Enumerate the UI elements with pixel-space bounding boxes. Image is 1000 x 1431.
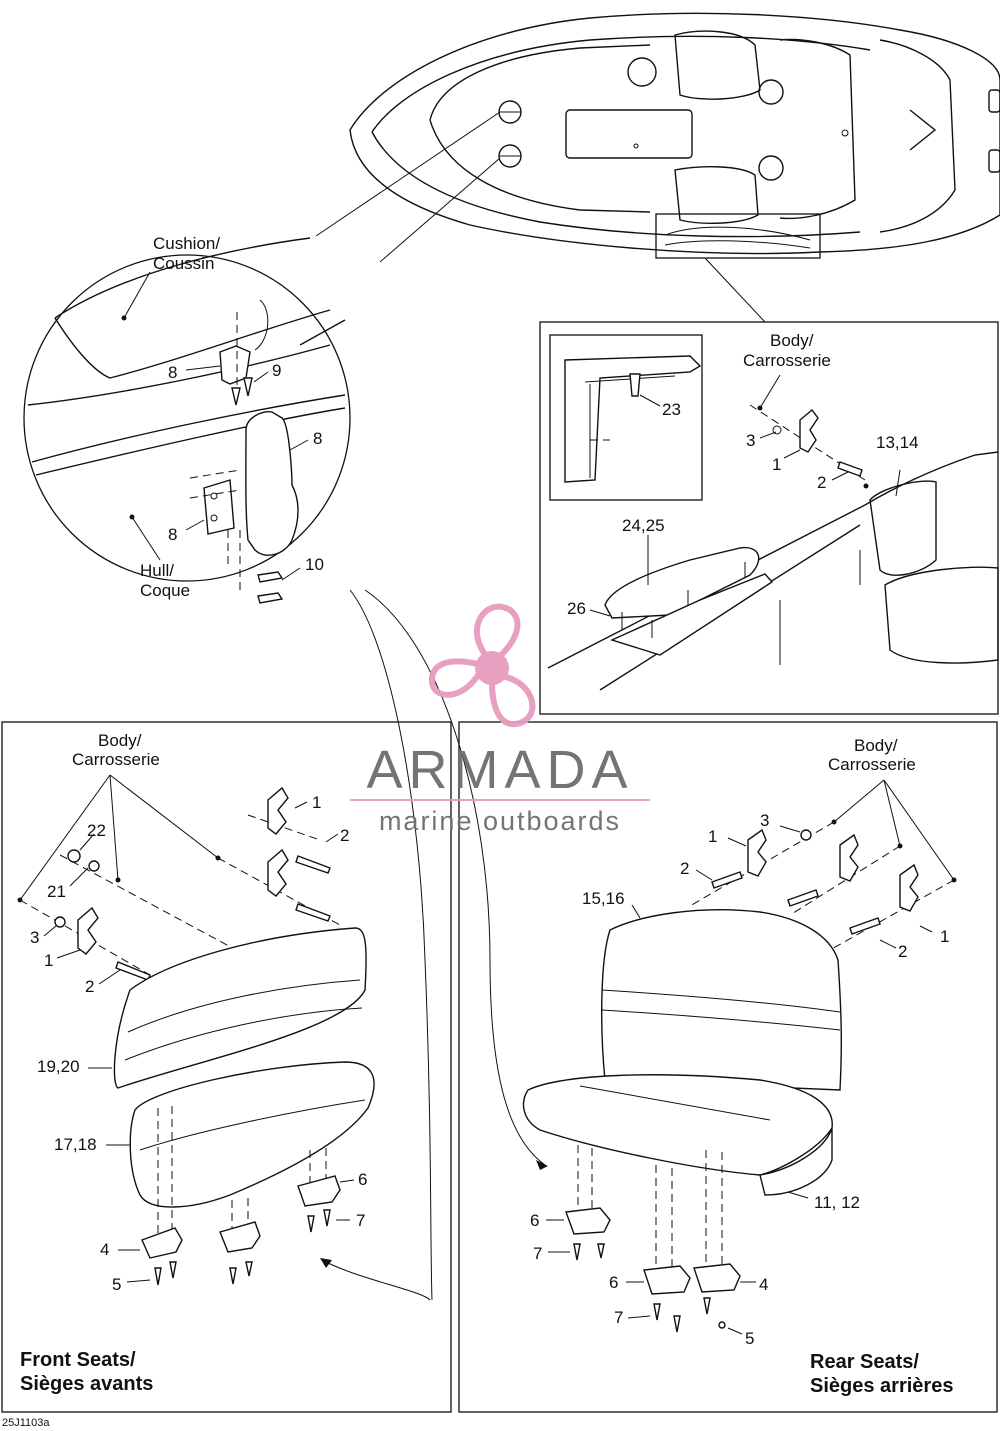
- callout-number: 2: [898, 942, 907, 961]
- detail-circle: [23, 237, 351, 604]
- callout-number: 4: [100, 1240, 109, 1259]
- body-label: Body/: [770, 331, 814, 350]
- callout-number: 5: [745, 1329, 754, 1348]
- callout-number: 6: [530, 1211, 539, 1230]
- callout-number: 8: [168, 525, 177, 544]
- body-label-fr: Carrosserie: [828, 755, 916, 774]
- callout-number: 7: [356, 1211, 365, 1230]
- watermark-tagline: marine outboards: [379, 806, 621, 836]
- watermark-brand: ARMADA: [366, 740, 633, 800]
- body-label: Body/: [98, 731, 142, 750]
- callout-number: 1: [772, 455, 781, 474]
- leader-line: [315, 111, 501, 237]
- callout-number: 13,14: [876, 433, 919, 452]
- leader-line: [704, 257, 766, 323]
- propeller-logo-icon: [429, 603, 536, 728]
- callout-number: 7: [533, 1244, 542, 1263]
- rear-seats-panel: [458, 721, 998, 1413]
- body-label: Body/: [854, 736, 898, 755]
- callout-number: 1: [940, 927, 949, 946]
- panel-title: Rear Seats/: [810, 1351, 919, 1373]
- callout-number: 15,16: [582, 889, 625, 908]
- callout-number: 1: [44, 951, 53, 970]
- watermark: ARMADA marine outboards: [350, 603, 650, 836]
- panel-title-fr: Sièges arrières: [810, 1375, 953, 1397]
- hull-label: Hull/: [140, 561, 174, 580]
- panel-title-fr: Sièges avants: [20, 1373, 153, 1395]
- callout-number: 10: [305, 555, 324, 574]
- callout-number: 8: [168, 363, 177, 382]
- body-label-fr: Carrosserie: [72, 750, 160, 769]
- callout-number: 1: [708, 827, 717, 846]
- callout-number: 6: [609, 1273, 618, 1292]
- callout-number: 6: [358, 1170, 367, 1189]
- callout-number: 2: [340, 826, 349, 845]
- panel-title: Front Seats/: [20, 1349, 136, 1371]
- callout-number: 21: [47, 882, 66, 901]
- callout-number: 2: [680, 859, 689, 878]
- callout-number: 7: [614, 1308, 623, 1327]
- callout-number: 23: [662, 400, 681, 419]
- callout-number: 3: [760, 811, 769, 830]
- callout-number: 22: [87, 821, 106, 840]
- callout-number: 11, 12: [814, 1193, 860, 1212]
- callout-number: 26: [567, 599, 586, 618]
- callout-number: 9: [272, 361, 281, 380]
- callout-number: 3: [30, 928, 39, 947]
- callout-number: 4: [759, 1275, 768, 1294]
- callout-number: 5: [112, 1275, 121, 1294]
- callout-number: 19,20: [37, 1057, 80, 1076]
- cushion-label-fr: Coussin: [153, 254, 214, 273]
- callout-number: 2: [817, 473, 826, 492]
- leader-line: [379, 157, 501, 263]
- callout-number: 24,25: [622, 516, 665, 535]
- boat-overview: [349, 12, 1000, 259]
- callout-number: 3: [746, 431, 755, 450]
- hull-label-fr: Coque: [140, 581, 190, 600]
- callout-number: 17,18: [54, 1135, 97, 1154]
- body-label-fr: Carrosserie: [743, 351, 831, 370]
- cushion-label: Cushion/: [153, 234, 220, 253]
- callout-number: 2: [85, 977, 94, 996]
- callout-number: 1: [312, 793, 321, 812]
- rear-inset-panel: [539, 321, 999, 715]
- front-seats-panel: [1, 721, 452, 1413]
- drawing-code: 25J1103a: [2, 1417, 50, 1429]
- callout-number: 8: [313, 429, 322, 448]
